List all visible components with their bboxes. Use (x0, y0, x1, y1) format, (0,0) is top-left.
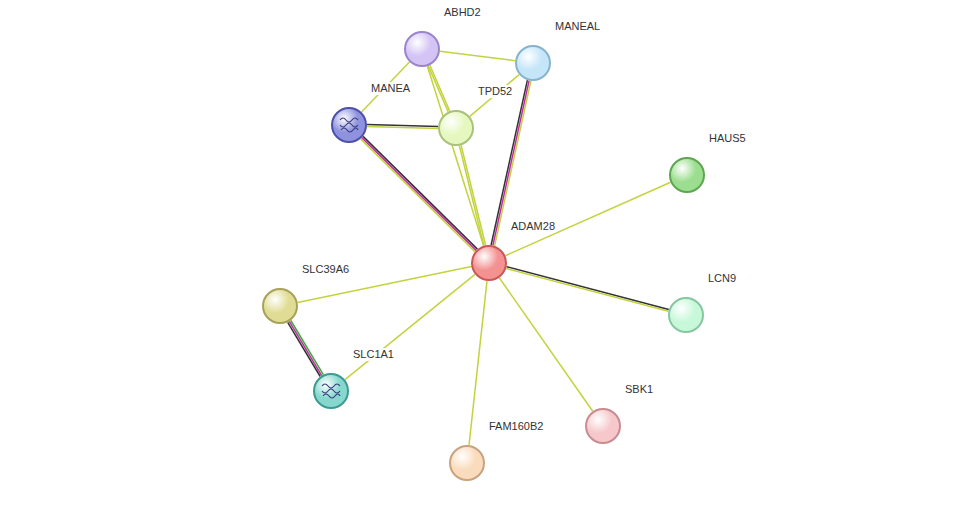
edge-stroke (505, 182, 670, 255)
edge-stroke (367, 126, 438, 128)
edge-stroke (363, 136, 477, 249)
interaction-edge (440, 51, 515, 60)
protein-node: FAM160B2 (449, 445, 485, 481)
node-label: SLC39A6 (301, 263, 350, 276)
structure-icon (335, 111, 363, 139)
node-label: ABHD2 (443, 6, 482, 19)
edge-stroke (345, 274, 475, 379)
interaction-edge (427, 66, 483, 246)
node-label: HAUS5 (708, 132, 747, 145)
structure-icon (317, 377, 345, 405)
node-label: MANEAL (554, 20, 601, 33)
interaction-edge (345, 274, 475, 379)
node-label: FAM160B2 (488, 420, 544, 433)
protein-node: SLC1A1 (313, 373, 349, 409)
interaction-edge (288, 321, 324, 377)
interaction-edge (505, 182, 670, 255)
edge-stroke (499, 278, 592, 411)
interaction-edge (506, 267, 669, 312)
node-label: SLC1A1 (352, 348, 395, 361)
interaction-edge (367, 125, 438, 129)
edge-stroke (459, 146, 484, 246)
edge-stroke (291, 321, 324, 375)
edge-stroke (428, 66, 448, 112)
protein-node: SLC39A6 (262, 288, 298, 324)
interaction-edge (470, 75, 519, 117)
edge-stroke (288, 322, 321, 376)
protein-node: SBK1 (585, 408, 621, 444)
protein-node: ABHD2 (404, 31, 440, 67)
protein-node: HAUS5 (669, 157, 705, 193)
edge-stroke (470, 75, 519, 117)
edge-stroke (427, 66, 483, 246)
interaction-edge (459, 145, 485, 245)
protein-node: MANEA (331, 107, 367, 143)
node-label: LCN9 (707, 272, 737, 285)
edge-stroke (361, 139, 475, 252)
node-label: SBK1 (624, 383, 654, 396)
edge-stroke (362, 138, 476, 251)
protein-node: LCN9 (668, 297, 704, 333)
edge-stroke (469, 281, 487, 445)
node-label: ADAM28 (510, 220, 556, 233)
edge-stroke (440, 51, 515, 60)
protein-node: TPD52 (438, 110, 474, 146)
node-label: MANEA (370, 82, 411, 95)
edge-stroke (507, 267, 669, 310)
interaction-edge (469, 281, 487, 445)
interaction-edge (361, 136, 478, 251)
edge-stroke (289, 321, 321, 375)
interaction-edge (499, 278, 592, 411)
node-label: TPD52 (477, 85, 513, 98)
edge-stroke (461, 145, 486, 245)
edge-stroke (506, 269, 668, 312)
protein-node: ADAM28 (471, 245, 507, 281)
protein-node: MANEAL (515, 45, 551, 81)
